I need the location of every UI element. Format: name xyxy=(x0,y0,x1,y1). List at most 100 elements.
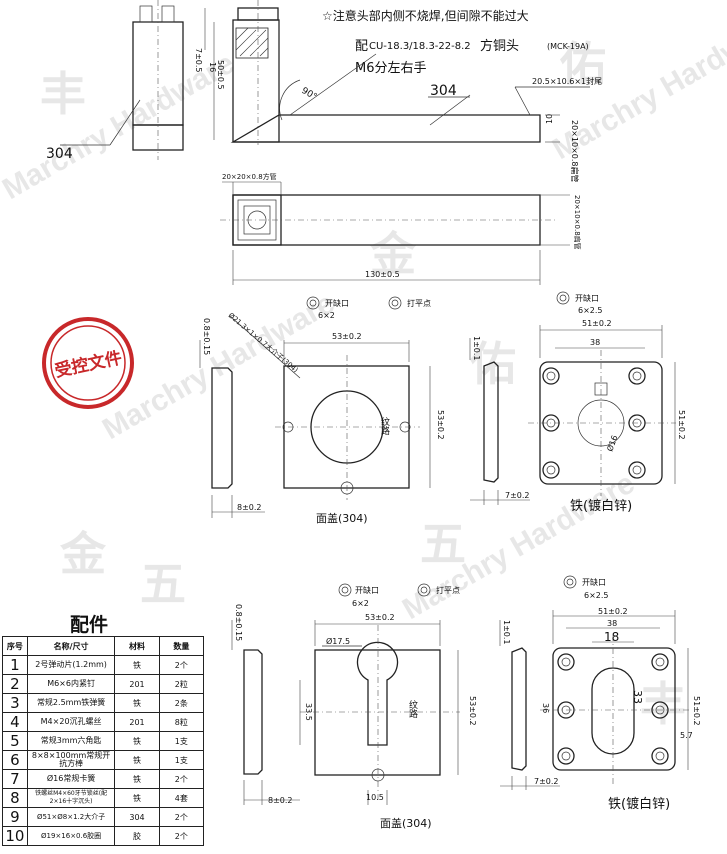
row-name: 常规2.5mm铁弹簧 xyxy=(26,693,116,713)
row-no: 8 xyxy=(2,788,28,808)
cover2-hole: Ø17.5 xyxy=(326,636,350,646)
stamp-text: 受控文件 xyxy=(53,347,124,382)
iron1-note-qty: 6×2.5 xyxy=(578,306,603,315)
row-name: M4×20沉孔螺丝 xyxy=(26,712,116,732)
cover1-caption: 面盖(304) xyxy=(316,511,368,525)
row-name: 8×8×100mm常规开抗方棒 xyxy=(26,750,116,770)
cover1-depth: 8±0.2 xyxy=(237,503,262,512)
row-qty: 1支 xyxy=(158,750,205,770)
lever-side-view: 304 90° 7±0.5 16 50±0.5 10 20×10×0.8扁管 3… xyxy=(46,0,602,183)
cover2-thickness: 0.8±0.15 xyxy=(234,604,243,641)
iron2-inner: 38 xyxy=(607,619,617,628)
iron2-dim-36: 36 xyxy=(541,703,550,713)
cover2-grain: 纹路 xyxy=(407,699,418,719)
material-label-left: 304 xyxy=(46,146,73,162)
row-material: 铁 xyxy=(114,788,160,808)
iron1-height: 51±0.2 xyxy=(677,410,686,440)
row-name: Ø16常规卡簧 xyxy=(26,769,116,789)
row-name: 2号弹动片(1.2mm) xyxy=(26,655,116,675)
cover2-slot-h: 33.5 xyxy=(304,703,313,721)
row-name: Ø19×16×0.6胶圈 xyxy=(26,826,116,846)
iron1-screw-holes xyxy=(542,367,646,479)
accessories-title: 配件 xyxy=(70,614,109,636)
cover1-note2: 打平点 xyxy=(407,298,431,308)
row-no: 3 xyxy=(2,693,28,713)
cover1-width: 53±0.2 xyxy=(332,332,362,341)
watermark-char: 佑 xyxy=(559,38,606,90)
cover2-note1: 开缺口 xyxy=(355,585,379,595)
row-no: 10 xyxy=(2,826,28,846)
flat-tube-label-2: 20×10×0.8扁管 xyxy=(573,195,582,250)
row-no: 6 xyxy=(2,750,28,770)
iron1-view: 开缺口 6×2.5 1±0.1 7±0.2 51±0.2 38 51±0.2 Ø… xyxy=(469,291,686,514)
cover1-grain: 纹路 xyxy=(379,416,390,436)
iron2-note: 开缺口 xyxy=(582,577,606,587)
watermark-text: Marchry Hardware xyxy=(0,47,240,206)
cover1-note1: 开缺口 xyxy=(325,298,349,308)
angle-label: 90° xyxy=(300,86,319,103)
spec-main: CU-18.3/18.3-22-8.2 xyxy=(369,41,471,52)
lever-plan-view: 20×10×0.8扁管 20×20×0.8方管 130±0.5 xyxy=(220,172,582,285)
iron2-height: 51±0.2 xyxy=(692,696,701,726)
dim-10: 10 xyxy=(545,114,554,124)
cover2-note2: 打平点 xyxy=(436,585,460,595)
header-no: 序号 xyxy=(2,636,28,656)
row-no: 4 xyxy=(2,712,28,732)
row-qty: 2条 xyxy=(158,693,205,713)
iron1-inner: 38 xyxy=(590,338,600,347)
cover1-thickness: 0.8±0.15 xyxy=(202,318,211,355)
row-qty: 2个 xyxy=(158,807,205,827)
watermark-char: 金 xyxy=(59,528,107,580)
row-no: 1 xyxy=(2,655,28,675)
square-tube-label: 20×20×0.8方管 xyxy=(222,172,277,181)
iron2-caption: 铁(镀白锌) xyxy=(608,796,670,812)
cover2-slot-w: 10.5 xyxy=(366,793,384,802)
iron2-side: 1±0.1 xyxy=(502,620,511,645)
iron1-side: 1±0.1 xyxy=(472,336,481,361)
cover2-depth: 8±0.2 xyxy=(268,796,293,805)
watermark-char: 五 xyxy=(420,518,466,570)
row-material: 铁 xyxy=(114,731,160,751)
weld-note: ☆注意头部内侧不烧焊,但间隙不能过大 xyxy=(322,8,529,23)
row-material: 201 xyxy=(114,674,160,694)
row-qty: 4套 xyxy=(158,788,205,808)
row-qty: 1支 xyxy=(158,731,205,751)
row-material: 201 xyxy=(114,712,160,732)
cover1-height: 53±0.2 xyxy=(436,410,445,440)
row-name: 铁螺丝M4×60牙节锁丝(配2×16十字沉头) xyxy=(26,788,116,808)
thread-note: M6分左右手 xyxy=(355,61,427,76)
controlled-document-stamp: 受控文件 xyxy=(42,317,134,409)
cover2-note1-qty: 6×2 xyxy=(352,599,369,608)
watermark-char: 五 xyxy=(140,558,186,610)
dim-50: 50±0.5 xyxy=(216,60,225,90)
row-material: 铁 xyxy=(114,655,160,675)
row-material: 304 xyxy=(114,807,160,827)
iron2-dim-57: 5.7 xyxy=(680,731,693,740)
watermark-char: 丰 xyxy=(640,678,686,730)
iron1-depth: 7±0.2 xyxy=(505,491,530,500)
cover1-note1-qty: 6×2 xyxy=(318,311,335,320)
row-name: M6×6内紧钉 xyxy=(26,674,116,694)
iron2-note-qty: 6×2.5 xyxy=(584,591,609,600)
cover2-view: 开缺口 6×2 打平点 0.8±0.15 8±0.2 53±0.2 Ø17.5 … xyxy=(231,583,477,830)
dim-7: 7±0.5 xyxy=(194,48,203,73)
material-label-right: 304 xyxy=(430,83,457,99)
row-name: 常规3mm六角匙 xyxy=(26,731,116,751)
iron1-hole: Ø16 xyxy=(604,434,619,453)
flat-tube-label: 20×10×0.8扁管 xyxy=(570,120,580,183)
iron2-slot-w: 18 xyxy=(604,630,619,644)
row-no: 9 xyxy=(2,807,28,827)
row-qty: 8粒 xyxy=(158,712,205,732)
row-material: 铁 xyxy=(114,769,160,789)
spec-prefix: 配 xyxy=(355,39,368,54)
iron2-view: 开缺口 6×2.5 1±0.1 7±0.2 51±0.2 38 18 51±0.… xyxy=(499,575,701,812)
table-header-row: 序号 名称/尺寸 材料 数量 xyxy=(2,636,205,656)
